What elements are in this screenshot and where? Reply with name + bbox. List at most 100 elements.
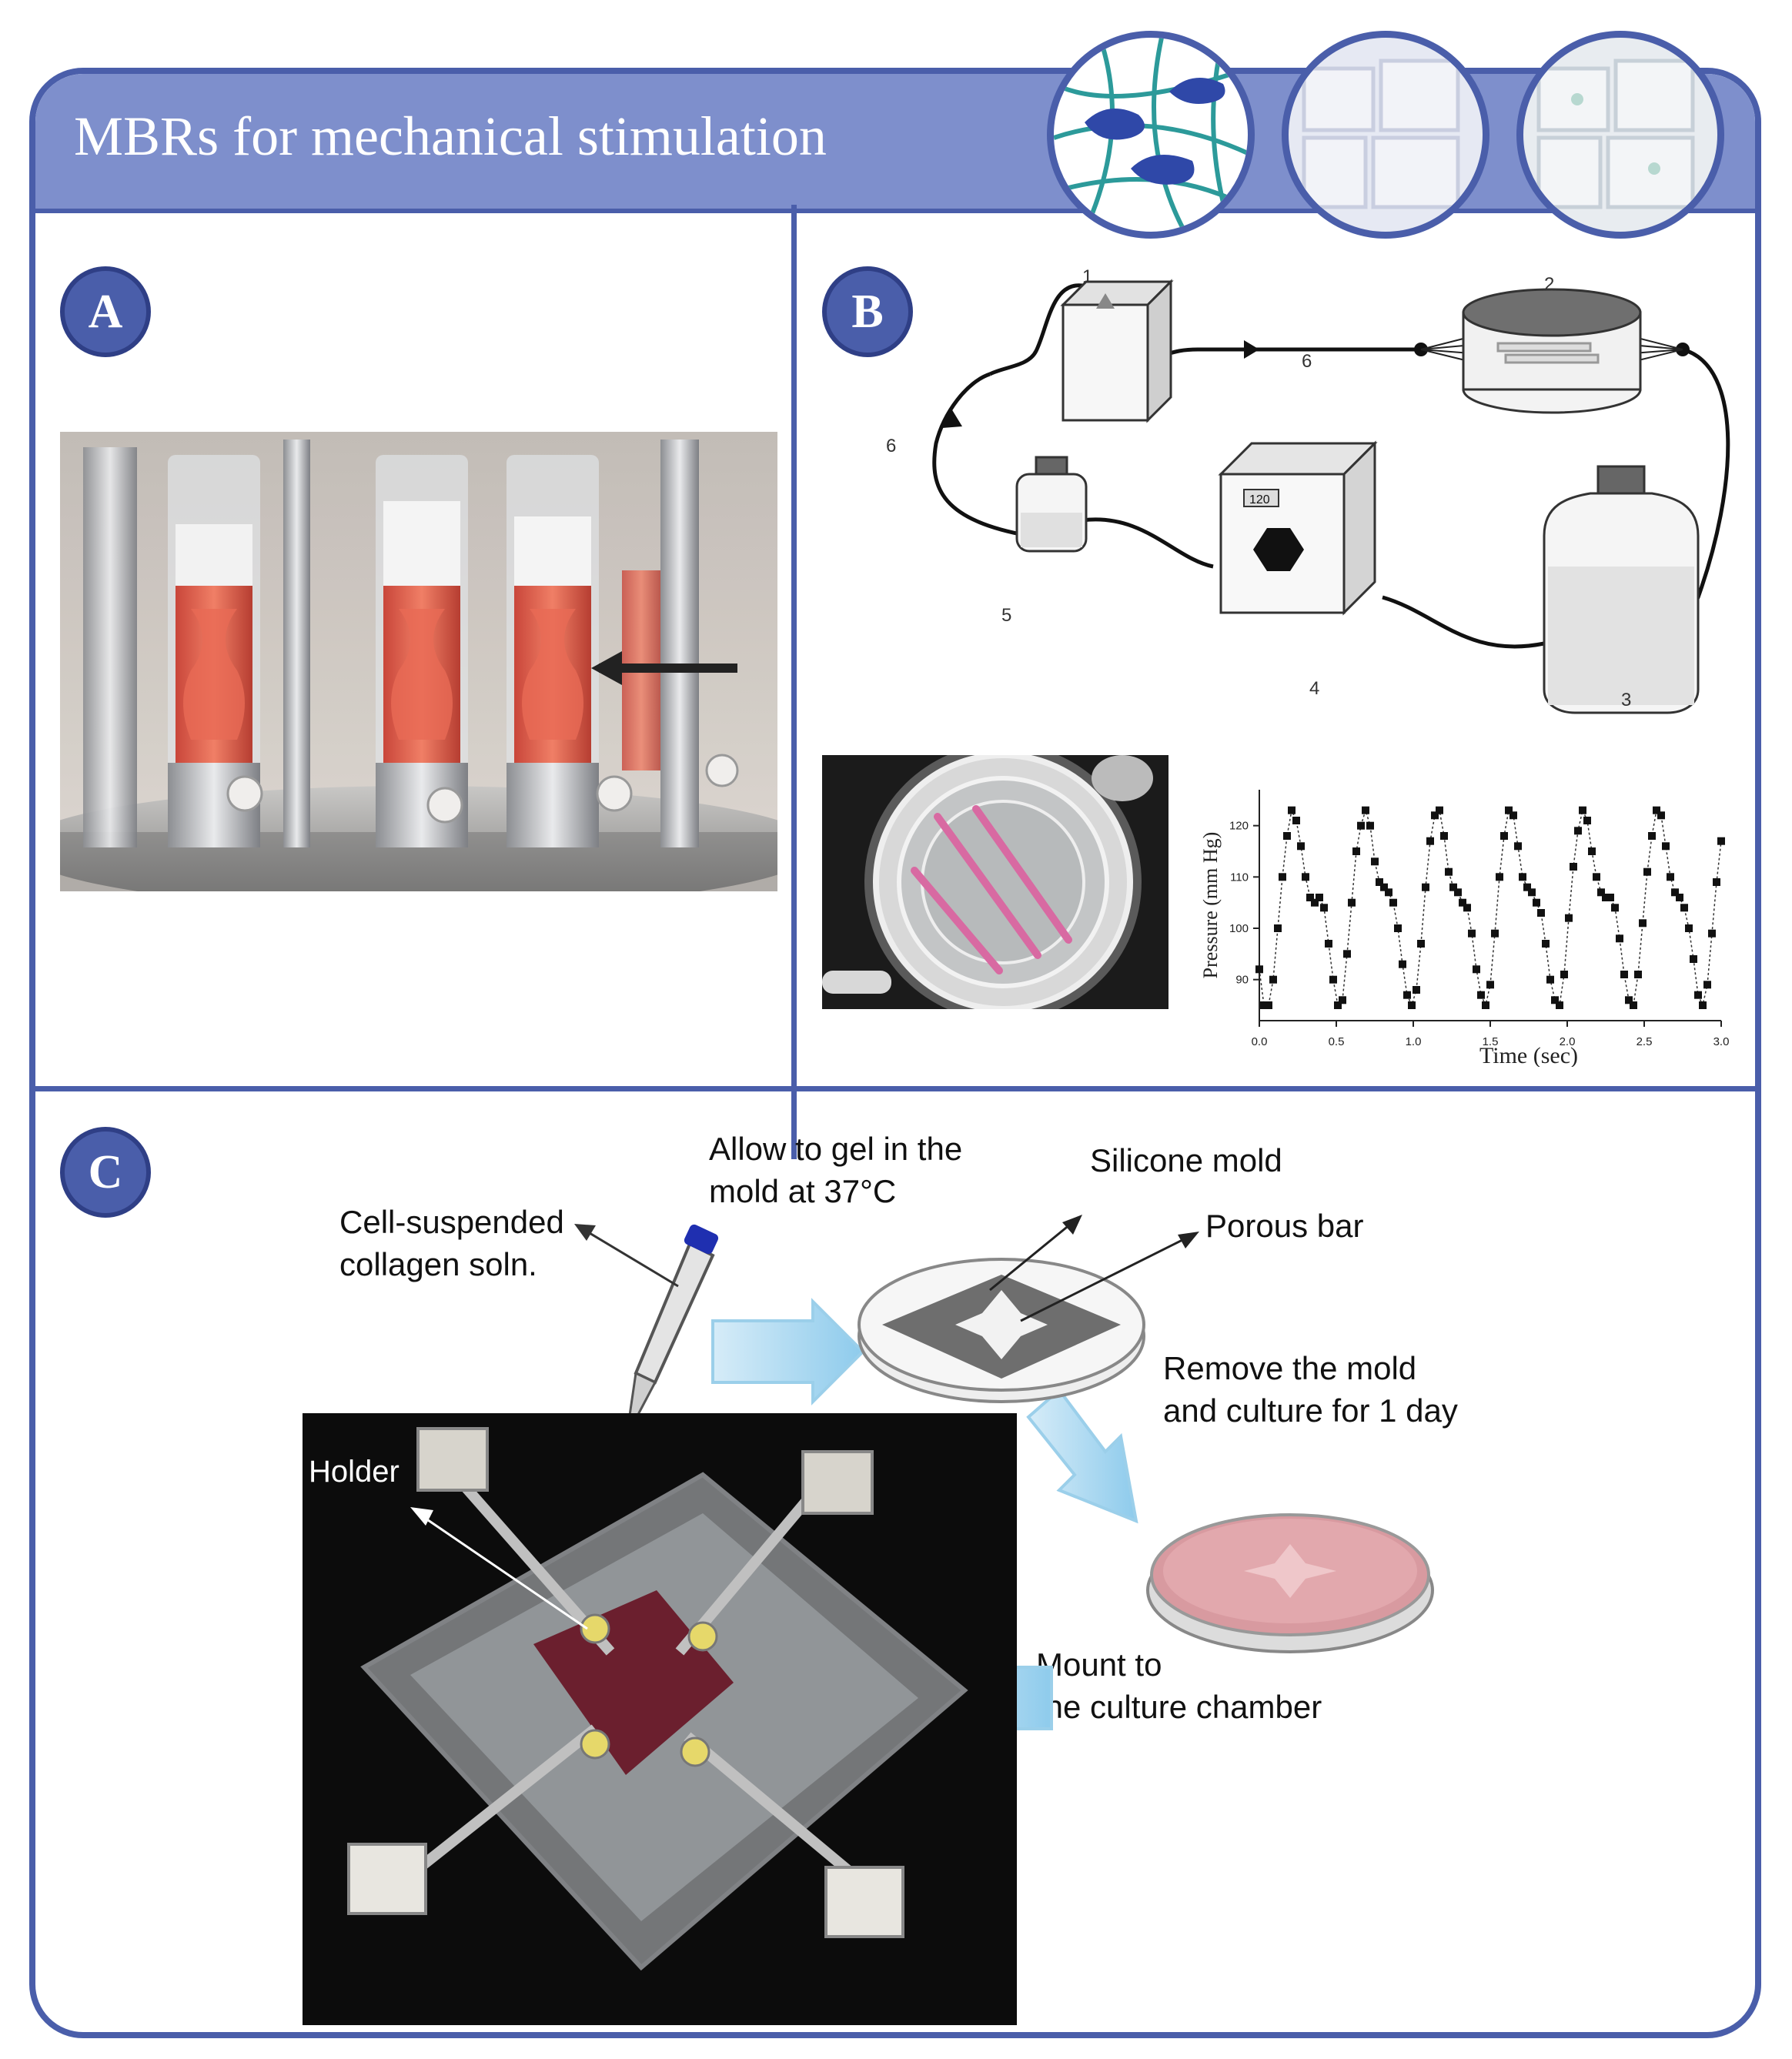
data-point — [1625, 996, 1633, 1004]
data-point — [1593, 873, 1600, 881]
data-point — [1597, 888, 1605, 897]
data-point — [1302, 873, 1309, 881]
data-point — [1403, 991, 1411, 999]
data-point — [1449, 883, 1457, 891]
data-point — [1671, 888, 1679, 897]
data-point — [1394, 924, 1402, 932]
step-mount-line-2: the culture chamber — [1036, 1688, 1322, 1725]
data-point — [1477, 991, 1485, 999]
panel-divider-vertical — [791, 205, 797, 1159]
header-circle-cells-1 — [1282, 31, 1489, 239]
x-tick-label: 0.5 — [1329, 1035, 1345, 1048]
data-point — [1445, 867, 1453, 876]
data-point — [1514, 842, 1522, 851]
data-point — [1657, 811, 1665, 820]
data-point — [1306, 894, 1314, 901]
diagram-number-2: 2 — [1544, 274, 1555, 295]
syringe-icon — [625, 1224, 719, 1437]
header-circle-scaffold — [1047, 31, 1255, 239]
data-point — [1426, 837, 1434, 845]
data-point — [1583, 817, 1591, 824]
data-point — [1537, 909, 1545, 917]
step-gel-line-1: Allow to gel in the — [709, 1131, 963, 1167]
data-point — [1431, 811, 1439, 820]
panel-c-badge: C — [60, 1127, 151, 1218]
step-gel-text: Allow to gel in the mold at 37°C — [709, 1128, 962, 1212]
y-tick-label: 90 — [1235, 974, 1249, 987]
data-point — [1297, 842, 1305, 851]
data-point — [1436, 806, 1443, 814]
x-tick-label: 1.0 — [1406, 1035, 1422, 1048]
diagram-number-3: 3 — [1621, 690, 1632, 710]
data-point — [1274, 924, 1282, 932]
data-point — [1519, 873, 1526, 881]
data-point — [1565, 914, 1573, 922]
data-point — [1685, 924, 1693, 932]
pump-display-value: 120 — [1249, 493, 1270, 506]
data-point — [1588, 847, 1596, 855]
data-point — [1703, 981, 1711, 989]
data-point — [1528, 888, 1536, 897]
data-point — [1509, 811, 1517, 820]
data-point — [1699, 1001, 1707, 1009]
step-mount-line-1: Mount to — [1036, 1646, 1162, 1683]
data-point — [1316, 894, 1323, 901]
data-point — [1463, 904, 1471, 912]
data-point — [1366, 821, 1374, 830]
panel-a-bioreactor-photo — [60, 432, 777, 891]
data-point — [1283, 832, 1291, 840]
data-point — [1269, 975, 1277, 984]
culture-chamber-illustration — [347, 1427, 968, 1971]
data-point — [1551, 996, 1559, 1004]
data-point — [1634, 971, 1642, 978]
culture-dish-icon — [1146, 1513, 1434, 1653]
data-point — [1500, 832, 1508, 840]
data-point — [1320, 904, 1328, 912]
data-point — [1630, 1001, 1637, 1009]
data-point — [1602, 894, 1610, 901]
data-point — [1546, 975, 1554, 984]
data-point — [1713, 878, 1720, 886]
diagram-number-1: 1 — [1082, 266, 1093, 287]
data-point — [1413, 986, 1420, 994]
data-point — [1473, 965, 1480, 974]
data-point — [1343, 950, 1351, 958]
data-point — [1334, 1001, 1342, 1009]
diagram-number-6b: 6 — [886, 436, 897, 456]
bioreactor-illustration — [60, 432, 777, 891]
data-point — [1311, 898, 1319, 907]
data-point — [1468, 929, 1476, 938]
x-tick-label: 2.5 — [1637, 1035, 1653, 1048]
panel-b-badge: B — [822, 266, 913, 357]
data-point — [1523, 883, 1531, 891]
data-point — [1505, 806, 1513, 814]
silicone-mold-label: Silicone mold — [1090, 1142, 1282, 1178]
data-point — [1279, 873, 1286, 881]
figure-frame: MBRs for mechanical stimulation A — [29, 68, 1761, 2038]
flow-arrow-1-icon — [711, 1298, 865, 1406]
data-point — [1616, 934, 1623, 943]
porous-bar-label: Porous bar — [1205, 1208, 1364, 1244]
x-axis-label: Time (sec) — [1479, 1043, 1578, 1067]
data-point — [1371, 857, 1379, 866]
data-point — [1339, 996, 1346, 1004]
scaffold-cells-icon — [1054, 38, 1248, 232]
step-gel-line-2: mold at 37°C — [709, 1172, 897, 1209]
data-point — [1486, 981, 1494, 989]
data-point — [1648, 832, 1656, 840]
tissue-cells-icon-2 — [1536, 58, 1695, 209]
data-point — [1357, 821, 1365, 830]
data-point — [1440, 832, 1448, 840]
data-point — [1491, 929, 1499, 938]
flow-arrow-2-icon — [1026, 1388, 1138, 1524]
y-tick-label: 120 — [1229, 820, 1249, 833]
data-point — [1690, 955, 1697, 963]
data-point — [1533, 898, 1540, 907]
page-title: MBRs for mechanical stimulation — [74, 105, 827, 167]
data-point — [1288, 806, 1296, 814]
diagram-number-6a: 6 — [1302, 351, 1312, 372]
syringe-label-line-1: Cell-suspended — [339, 1204, 564, 1240]
data-point — [1574, 827, 1582, 835]
data-point — [1255, 965, 1263, 974]
